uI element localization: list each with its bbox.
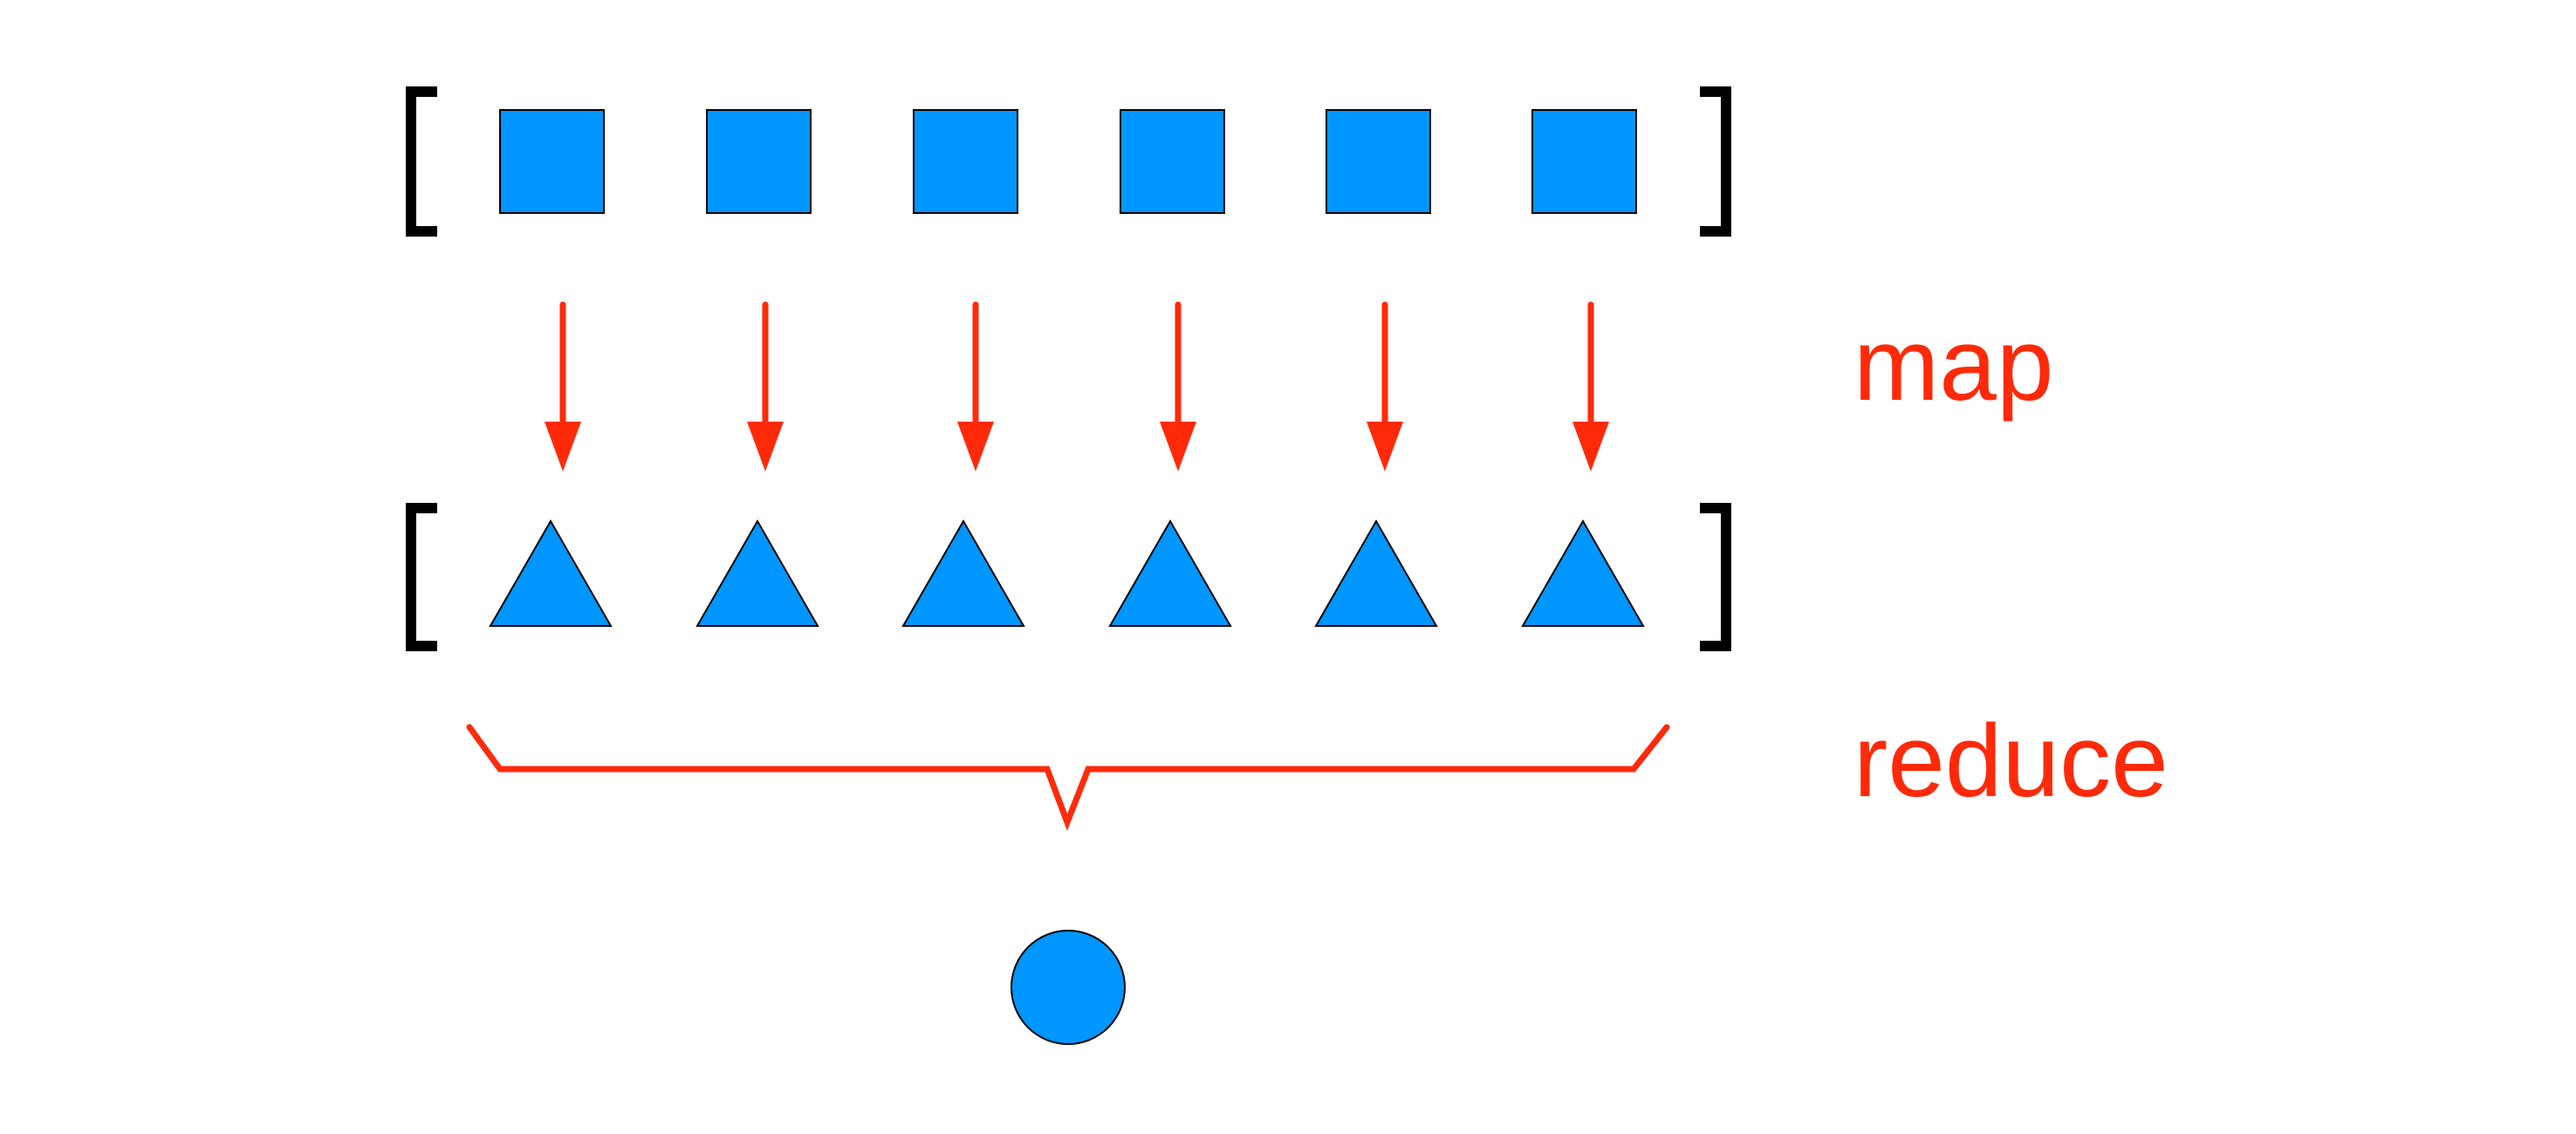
input-square xyxy=(1531,109,1637,214)
mapped-triangle xyxy=(901,519,1025,627)
mapped-triangles xyxy=(489,519,1645,627)
input-list-right-bracket xyxy=(1700,86,1731,237)
mapped-triangle xyxy=(489,519,613,627)
result-circle xyxy=(1011,930,1126,1045)
mapped-triangle xyxy=(1108,519,1232,627)
map-arrow xyxy=(957,301,994,471)
mapped-list-right-bracket xyxy=(1700,503,1731,651)
mapped-triangle xyxy=(1314,519,1438,627)
map-arrow xyxy=(747,301,784,471)
reduce-label: reduce xyxy=(1853,704,2168,819)
input-square xyxy=(1326,109,1431,214)
map-arrows xyxy=(545,301,1609,471)
map-arrow xyxy=(545,301,581,471)
input-list-left-bracket xyxy=(406,86,437,237)
input-square xyxy=(499,109,605,214)
mapped-triangle xyxy=(695,519,819,627)
input-square xyxy=(1120,109,1225,214)
input-squares xyxy=(499,109,1637,214)
map-label: map xyxy=(1853,307,2054,423)
reduce-brace xyxy=(466,724,1670,831)
input-square xyxy=(706,109,812,214)
input-square xyxy=(913,109,1018,214)
map-arrow xyxy=(1160,301,1196,471)
input-list xyxy=(406,86,1731,237)
mapped-list xyxy=(406,503,1731,651)
map-arrow xyxy=(1367,301,1403,471)
map-arrow xyxy=(1572,301,1609,471)
mapped-list-left-bracket xyxy=(406,503,437,651)
mapped-triangle xyxy=(1521,519,1645,627)
